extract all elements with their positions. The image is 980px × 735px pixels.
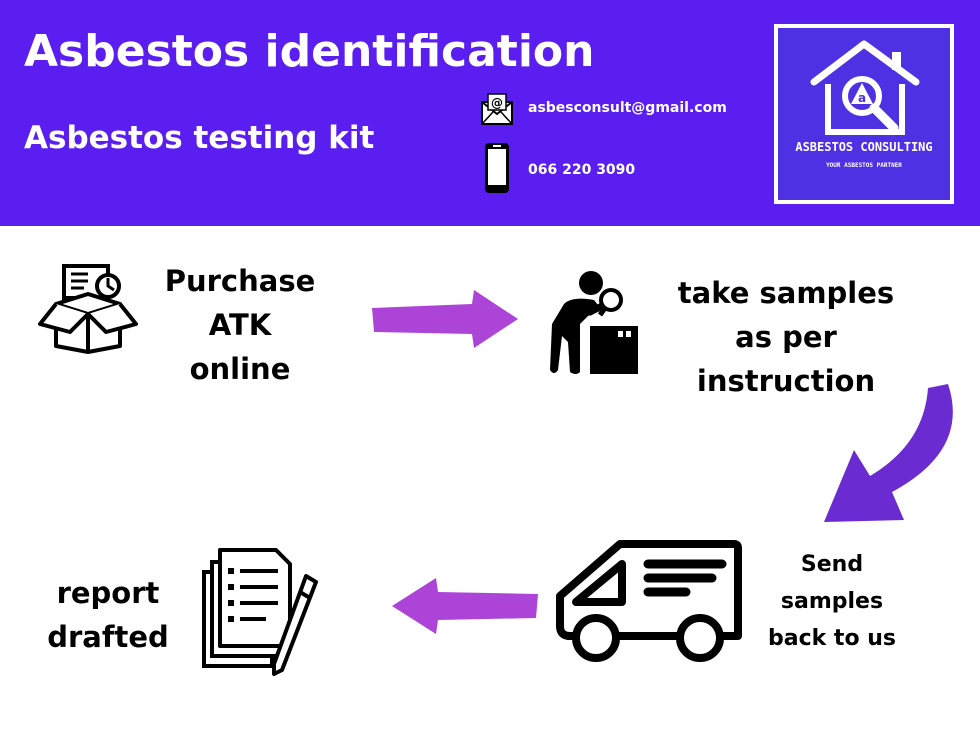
email-text[interactable]: asbesconsult@gmail.com	[528, 100, 727, 116]
page-subtitle: Asbestos testing kit	[24, 120, 375, 156]
report-documents-icon	[202, 548, 318, 676]
arrow-left-icon	[392, 578, 538, 634]
delivery-van-icon	[556, 540, 742, 662]
asbestos-consulting-logo: a ASBESTOS CONSULTING YOUR ASBESTOS PART…	[774, 24, 954, 204]
phone-icon	[485, 143, 509, 193]
step-purchase-text: Purchase ATK online	[164, 264, 316, 386]
open-box-icon	[38, 264, 138, 354]
arrow-curved-down-left-icon	[824, 384, 953, 522]
header-banner: Asbestos identification Asbestos testing…	[0, 0, 980, 226]
email-icon: @	[481, 93, 513, 125]
step-report-text: report drafted	[47, 576, 169, 654]
logo-badge-letter: a	[858, 91, 866, 105]
logo-name: ASBESTOS CONSULTING	[795, 140, 933, 154]
house-magnifier-icon: a	[810, 40, 920, 135]
page-title: Asbestos identification	[24, 26, 595, 77]
person-inspecting-icon	[550, 271, 638, 374]
step-send-samples-text: Send samples back to us	[768, 552, 896, 651]
phone-text[interactable]: 066 220 3090	[528, 162, 636, 178]
svg-text:@: @	[491, 96, 503, 110]
logo-tagline: YOUR ASBESTOS PARTNER	[826, 162, 902, 169]
step-take-samples-text: take samples as per instruction	[677, 276, 895, 398]
arrow-right-icon	[372, 290, 518, 348]
